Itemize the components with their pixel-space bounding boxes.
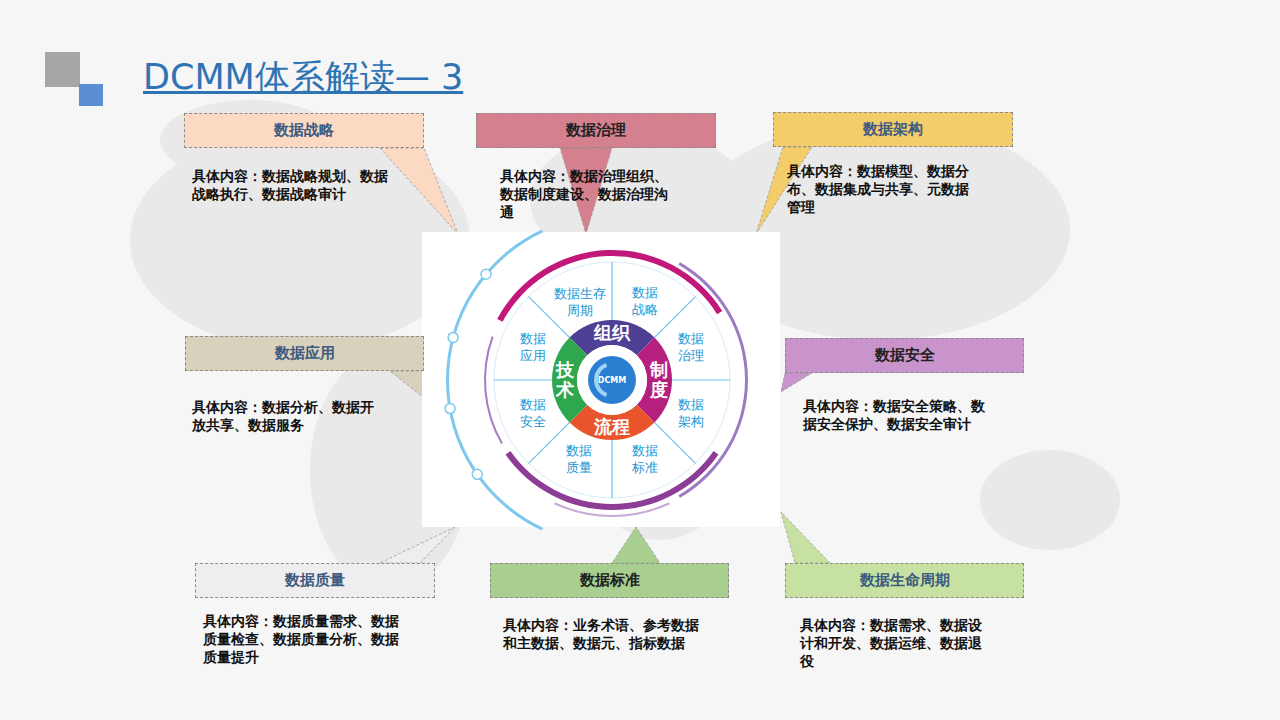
wheel-segment: 数据架构 (677, 396, 706, 430)
arc-dot (448, 332, 458, 342)
ring-segment-label: 流程 (594, 415, 630, 439)
outer-arc (484, 336, 503, 444)
segment-divider (672, 379, 730, 380)
wheel-segment: 数据应用 (518, 330, 547, 364)
callout-box: 数据安全具体内容：数据安全策略、数据安全保护、数据安全审计 (785, 338, 1024, 373)
callout-heading: 数据生命周期 (785, 563, 1024, 598)
ring-segment-label: 制度 (650, 360, 668, 400)
ring-label: 流程 (594, 415, 630, 439)
ring-label: 制度 (650, 360, 668, 400)
wheel-segment: 数据质量 (565, 442, 594, 476)
segment-label: 数据标准 (631, 442, 660, 476)
callout-body: 具体内容：数据模型、数据分布、数据集成与共享、元数据管理 (787, 162, 977, 216)
wheel-segment: 数据标准 (631, 442, 660, 476)
callout-box: 数据标准具体内容：业务术语、参考数据和主数据、数据元、指标数据 (490, 563, 729, 598)
ring-segment-label: 组织 (594, 321, 630, 345)
callout-body: 具体内容：数据安全策略、数据安全保护、数据安全审计 (803, 397, 993, 433)
segment-label: 数据应用 (518, 330, 547, 364)
callout-heading: 数据战略 (184, 113, 424, 148)
continent (980, 450, 1120, 550)
segment-divider (494, 379, 552, 380)
callout-pointer (390, 371, 424, 398)
callout-heading: 数据质量 (195, 563, 435, 598)
center-disc (577, 345, 647, 415)
callout-heading: 数据应用 (185, 336, 424, 371)
slide-title: DCMM体系解读— 3 (143, 54, 463, 101)
outer-arc (497, 250, 722, 322)
segment-label: 数据生存周期 (553, 285, 608, 319)
arc-dot (445, 404, 455, 414)
segment-label: 数据架构 (677, 396, 706, 430)
segment-divider (611, 440, 612, 498)
callout-body: 具体内容：数据战略规划、数据战略执行、数据战略审计 (192, 167, 397, 203)
dcmm-wheel (445, 230, 748, 531)
segment-rim (494, 262, 730, 498)
segment-label: 数据安全 (518, 396, 547, 430)
ring-label: 组织 (594, 321, 630, 345)
logo-disc (588, 356, 636, 404)
callout-box: 数据治理具体内容：数据治理组织、数据制度建设、数据治理沟通 (476, 113, 716, 148)
callout-box: 数据应用具体内容：数据分析、数据开放共享、数据服务 (185, 336, 424, 371)
callout-body: 具体内容：业务术语、参考数据和主数据、数据元、指标数据 (503, 616, 708, 652)
segment-label: 数据质量 (565, 442, 594, 476)
outer-arc (554, 502, 670, 517)
callout-pointer (380, 148, 458, 234)
segment-label: 数据战略 (631, 284, 660, 318)
segment-label: 数据治理 (677, 330, 706, 364)
callout-box: 数据生命周期具体内容：数据需求、数据设计和开发、数据运维、数据退役 (785, 563, 1024, 598)
callout-body: 具体内容：数据分析、数据开放共享、数据服务 (192, 398, 382, 434)
logo-text: DCMM (598, 376, 626, 385)
deco-square (79, 84, 103, 106)
callout-pointer (781, 512, 830, 563)
callout-heading: 数据安全 (785, 338, 1024, 373)
world-map (130, 100, 1120, 590)
wheel-segment: 数据战略 (631, 284, 660, 318)
callout-body: 具体内容：数据治理组织、数据制度建设、数据治理沟通 (500, 167, 675, 221)
ring-label: 技术 (556, 360, 574, 400)
callout-body: 具体内容：数据需求、数据设计和开发、数据运维、数据退役 (800, 616, 990, 670)
callout-pointers (380, 147, 830, 563)
ring-segment-label: 技术 (556, 360, 574, 400)
callout-pointer (380, 527, 455, 563)
wheel-panel (422, 232, 780, 527)
callout-body: 具体内容：数据质量需求、数据质量检查、数据质量分析、数据质量提升 (203, 612, 408, 666)
callout-heading: 数据治理 (476, 113, 716, 148)
deco-square (45, 52, 80, 87)
wheel-segment: 数据生存周期 (553, 285, 608, 319)
segment-divider (611, 262, 612, 320)
logo-circle: DCMM (598, 376, 626, 385)
callout-box: 数据架构具体内容：数据模型、数据分布、数据集成与共享、元数据管理 (773, 112, 1013, 147)
callout-box: 数据战略具体内容：数据战略规划、数据战略执行、数据战略审计 (184, 113, 424, 148)
wheel-segment: 数据治理 (677, 330, 706, 364)
arc-dot (481, 269, 491, 279)
callout-heading: 数据架构 (773, 112, 1013, 147)
wheel-segment: 数据安全 (518, 396, 547, 430)
callout-pointer (612, 527, 660, 563)
arc-dot (472, 469, 482, 479)
callout-heading: 数据标准 (490, 563, 729, 598)
callout-pointer (781, 373, 812, 392)
callout-box: 数据质量具体内容：数据质量需求、数据质量检查、数据质量分析、数据质量提升 (195, 563, 435, 598)
